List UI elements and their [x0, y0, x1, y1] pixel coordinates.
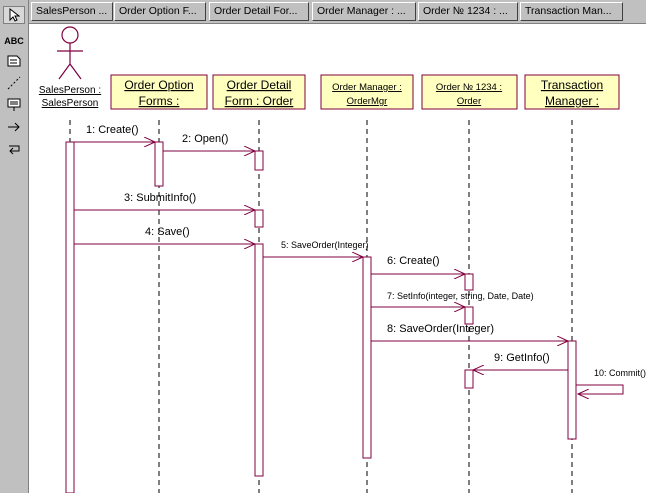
message-label-6: 6: Create(): [387, 255, 440, 267]
object-box-order-detail-form[interactable]: Order Detail Form : Order: [212, 74, 306, 110]
activation-bar-transaction-manager[interactable]: [567, 340, 577, 440]
activation-bar-salesperson[interactable]: [65, 141, 75, 494]
activation-bar-order-detail-save[interactable]: [254, 243, 264, 477]
activation-bar-order-option-forms[interactable]: [154, 141, 164, 187]
object-label-line2: Form : Order: [225, 94, 294, 108]
header-tab-order-manager[interactable]: Order Manager : ...: [312, 2, 416, 21]
activation-bar-order-manager[interactable]: [362, 256, 372, 459]
message-arrow-10-self-call[interactable]: [576, 384, 624, 394]
object-label-line1: Transaction: [541, 78, 603, 92]
object-label-line1: Order № 1234 :: [436, 82, 502, 93]
anchor-line-icon[interactable]: [3, 74, 25, 92]
lifeline-header-bar: SalesPerson ... Order Option F... Order …: [29, 0, 646, 24]
return-message-icon[interactable]: [3, 140, 25, 158]
header-tab-order-option-forms[interactable]: Order Option F...: [114, 2, 206, 21]
object-label-line1: Order Detail: [227, 78, 292, 92]
message-arrow-icon[interactable]: [3, 118, 25, 136]
object-box-order-1234[interactable]: Order № 1234 : Order: [421, 74, 518, 110]
sequence-diagram-canvas[interactable]: SalesPerson : SalesPerson Order Option F…: [29, 24, 646, 494]
actor-label-line2: SalesPerson: [42, 98, 99, 109]
message-label-7: 7: SetInfo(integer, string, Date, Date): [387, 291, 534, 301]
message-label-3: 3: SubmitInfo(): [124, 192, 196, 204]
object-label-line2: OrderMgr: [347, 96, 388, 107]
header-tab-transaction-manager[interactable]: Transaction Man...: [520, 2, 623, 21]
activation-bar-order-create[interactable]: [464, 273, 474, 291]
object-box-order-manager[interactable]: Order Manager : OrderMgr: [320, 74, 414, 110]
object-label-line1: Order Option: [124, 78, 193, 92]
activation-bar-order-setinfo[interactable]: [464, 306, 474, 325]
message-label-4: 4: Save(): [145, 226, 190, 238]
object-label-line2: Manager :: [545, 94, 599, 108]
message-label-1: 1: Create(): [86, 124, 139, 136]
activation-bar-order-detail-open[interactable]: [254, 150, 264, 171]
message-label-10: 10: Commit(): [594, 368, 646, 378]
actor-label-line1: SalesPerson :: [39, 85, 101, 96]
note-icon[interactable]: [3, 52, 25, 70]
object-box-transaction-manager[interactable]: Transaction Manager :: [524, 74, 620, 110]
object-label-line2: Order: [457, 96, 481, 107]
object-box-icon[interactable]: [3, 96, 25, 114]
message-label-9: 9: GetInfo(): [494, 352, 550, 364]
message-label-5: 5: SaveOrder(Integer): [281, 240, 369, 250]
header-tab-salesperson[interactable]: SalesPerson ...: [31, 2, 113, 21]
object-box-order-option-forms[interactable]: Order Option Forms :: [110, 74, 208, 110]
text-tool-label: ABC: [4, 36, 24, 46]
text-tool-icon[interactable]: ABC: [3, 32, 25, 50]
message-label-8: 8: SaveOrder(Integer): [387, 323, 494, 335]
activation-bar-order-getinfo[interactable]: [464, 369, 474, 389]
actor-icon[interactable]: [57, 26, 83, 80]
pointer-icon[interactable]: [3, 6, 25, 24]
header-tab-order-detail-form[interactable]: Order Detail For...: [209, 2, 309, 21]
activation-bar-order-detail-submit[interactable]: [254, 209, 264, 228]
object-label-line1: Order Manager :: [332, 82, 402, 93]
object-label-line2: Forms :: [139, 94, 180, 108]
diagram-toolbar: ABC: [0, 0, 29, 493]
message-label-2: 2: Open(): [182, 133, 228, 145]
header-tab-order-1234[interactable]: Order № 1234 : ...: [418, 2, 518, 21]
